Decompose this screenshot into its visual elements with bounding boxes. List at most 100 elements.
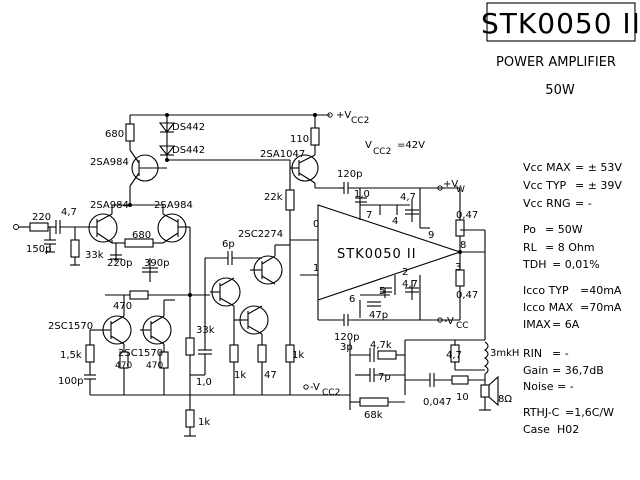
diode-ds442-b — [158, 145, 176, 156]
vcc-neg-label: -V — [444, 316, 454, 327]
spec-key: RIN — [523, 347, 542, 360]
svg-text:1,5k: 1,5k — [60, 350, 82, 361]
spec-key: Case — [523, 423, 550, 436]
resistor-33k-mid — [185, 337, 195, 356]
spec-key: Gain — [523, 364, 548, 377]
svg-text:470: 470 — [146, 361, 163, 371]
svg-text:6p: 6p — [222, 239, 235, 250]
input-terminal — [13, 224, 19, 230]
svg-text:150p: 150p — [26, 244, 51, 255]
spec-key: Icco TYP — [523, 284, 569, 297]
svg-text:9: 9 — [428, 230, 434, 241]
svg-text:47: 47 — [264, 370, 277, 381]
svg-text:4,7: 4,7 — [61, 207, 77, 218]
svg-text:1,0: 1,0 — [196, 377, 212, 388]
svg-text:120p: 120p — [334, 332, 359, 343]
svg-text:100p: 100p — [58, 376, 83, 387]
title: STK0050 II — [481, 7, 640, 40]
svg-text:1,0: 1,0 — [354, 189, 370, 200]
spec-val: =40mA — [580, 284, 622, 297]
svg-text:1k: 1k — [198, 417, 210, 428]
svg-text:4,7: 4,7 — [446, 350, 462, 361]
spec-key: Vcc MAX — [523, 161, 571, 174]
svg-text:10: 10 — [456, 392, 469, 403]
inductor-3mkh — [484, 341, 489, 375]
svg-text:CC2: CC2 — [373, 147, 391, 157]
svg-text:CC2: CC2 — [322, 388, 340, 398]
resistor-110 — [310, 127, 320, 146]
spec-val: = 50W — [545, 223, 583, 236]
subtitle: POWER AMPLIFIER — [496, 55, 616, 70]
transistor-2sa984-right — [157, 213, 187, 243]
resistor-1k-a — [229, 344, 239, 363]
svg-text:390p: 390p — [144, 258, 169, 269]
spec-list: Vcc MAX = ± 53V Vcc TYP = ± 39V Vcc RNG … — [522, 161, 622, 436]
resistor-220-in — [29, 222, 49, 232]
spec-val: = 8 Ohm — [545, 241, 595, 254]
svg-text:2SC1570: 2SC1570 — [48, 321, 93, 332]
svg-text:V: V — [365, 140, 372, 151]
svg-text:8Ω: 8Ω — [498, 394, 512, 405]
spec-val: = - — [552, 347, 569, 360]
svg-text:=42V: =42V — [397, 140, 425, 151]
svg-text:120p: 120p — [337, 169, 362, 180]
spec-val: = 0,01% — [552, 258, 600, 271]
svg-text:470: 470 — [115, 361, 132, 371]
speaker-icon — [480, 384, 490, 398]
svg-text:220p: 220p — [107, 258, 132, 269]
spec-val: = ± 53V — [575, 161, 622, 174]
vcc2-bot-label: -V — [310, 382, 320, 393]
svg-text:8: 8 — [460, 240, 466, 251]
transistor-2sa984-left — [88, 213, 118, 243]
svg-text:0,47: 0,47 — [456, 290, 478, 301]
diode-ds442-a — [158, 122, 176, 133]
svg-text:DS442: DS442 — [172, 145, 205, 156]
svg-text:22k: 22k — [264, 192, 283, 203]
svg-text:7p: 7p — [378, 372, 391, 383]
spec-val: =1,6C/W — [565, 406, 614, 419]
spec-key: TDH — [522, 258, 546, 271]
ic-label: STK0050 II — [337, 247, 417, 262]
power-rating: 50W — [545, 83, 575, 98]
spec-key: RL — [523, 241, 538, 254]
vw-label: +V — [443, 179, 458, 190]
vcc2-top-label: +V — [336, 110, 351, 121]
svg-text:7: 7 — [366, 210, 372, 221]
svg-text:2SC2274: 2SC2274 — [238, 229, 283, 240]
spec-val: = 6A — [552, 318, 580, 331]
resistor-0-47-top — [455, 219, 465, 237]
spec-key: Vcc TYP — [523, 179, 567, 192]
spec-key: Vcc RNG — [523, 197, 571, 210]
resistor-1k-bottom — [185, 409, 195, 428]
resistor-47 — [257, 344, 267, 363]
resistor-22k — [285, 189, 295, 211]
resistor-10 — [451, 375, 469, 385]
spec-key: IMAX — [523, 318, 551, 331]
spec-val: = - — [575, 197, 592, 210]
spec-key: Icco MAX — [523, 301, 574, 314]
resistor-33k-in — [70, 239, 80, 258]
svg-text:1k: 1k — [292, 350, 304, 361]
svg-text:110: 110 — [290, 134, 309, 145]
resistor-680-top — [125, 123, 135, 142]
svg-text:3mkH: 3mkH — [490, 348, 519, 359]
svg-text:68k: 68k — [364, 410, 383, 421]
svg-text:4,7: 4,7 — [400, 192, 416, 203]
spec-val: H02 — [557, 423, 579, 436]
svg-text:4: 4 — [392, 216, 398, 227]
spec-key: Noise — [523, 380, 554, 393]
svg-text:0,047: 0,047 — [423, 397, 452, 408]
svg-text:47p: 47p — [369, 310, 388, 321]
svg-text:470: 470 — [113, 301, 132, 312]
svg-text:2SA984: 2SA984 — [90, 200, 129, 211]
svg-text:CC2: CC2 — [351, 116, 369, 126]
svg-text:3p: 3p — [340, 342, 353, 353]
ic-stk0050-triangle — [317, 204, 462, 301]
supply-note: V CC2 =42V — [365, 140, 425, 157]
svg-text:2SA984: 2SA984 — [154, 200, 193, 211]
label-r680: 680 — [105, 129, 124, 140]
svg-text:2SA984: 2SA984 — [90, 157, 129, 168]
vcc2-terminal — [327, 112, 333, 118]
svg-text:4,7: 4,7 — [402, 279, 418, 290]
